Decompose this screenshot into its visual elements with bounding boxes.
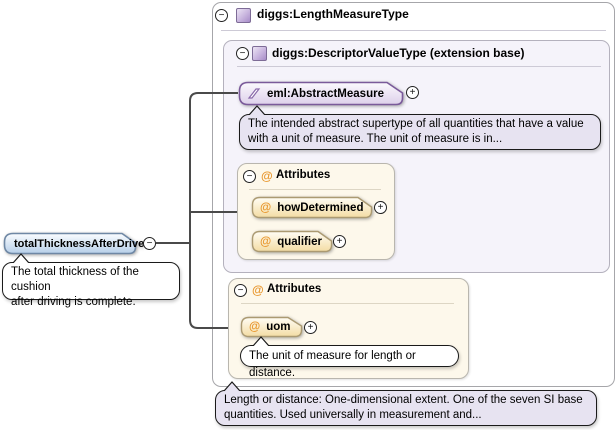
annotation-abstract-measure: The intended abstract supertype of all q…	[239, 114, 601, 150]
expand-toggle-uom[interactable]: +	[304, 321, 317, 334]
element-shape	[238, 81, 404, 106]
header-divider	[237, 66, 601, 67]
header-divider	[241, 303, 454, 304]
attribute-qualifier[interactable]: @ qualifier	[251, 230, 333, 253]
annotation-pointer	[252, 336, 270, 346]
attribute-icon: @	[261, 169, 273, 183]
collapse-toggle-attributes-2[interactable]: −	[234, 284, 247, 297]
element-label: totalThicknessAfterDrive	[14, 237, 145, 250]
header-divider	[249, 189, 381, 190]
collapse-toggle-descriptor-value[interactable]: −	[236, 47, 249, 60]
attribute-how-determined[interactable]: @ howDetermined	[251, 196, 373, 219]
expand-toggle-qualifier[interactable]: +	[333, 235, 346, 248]
extension-base-title: diggs:DescriptorValueType (extension bas…	[272, 46, 525, 60]
header-divider	[221, 30, 606, 31]
annotation-pointer	[248, 105, 266, 115]
annotation-uom: The unit of measure for length or distan…	[240, 345, 459, 379]
annotation-length-measure-type: Length or distance: One-dimensional exte…	[215, 390, 597, 426]
annotation-pointer	[223, 381, 241, 391]
attribute-icon: @	[260, 201, 272, 214]
collapse-toggle-length-measure[interactable]: −	[215, 9, 228, 22]
attribute-icon: @	[249, 321, 261, 333]
attribute-shape	[251, 230, 333, 253]
element-shape	[3, 232, 137, 255]
attribute-icon: @	[252, 283, 264, 297]
attribute-shape	[251, 196, 373, 219]
attribute-uom[interactable]: @ uom	[240, 316, 303, 338]
attributes-group-title: Attributes	[276, 169, 331, 181]
expand-toggle-abstract-measure[interactable]: +	[406, 86, 419, 99]
attribute-label: qualifier	[277, 235, 322, 248]
type-title: diggs:LengthMeasureType	[257, 7, 409, 21]
attribute-shape	[240, 316, 303, 338]
element-eml-abstract-measure[interactable]: eml:AbstractMeasure	[238, 81, 404, 106]
element-label: eml:AbstractMeasure	[267, 87, 384, 100]
annotation-pointer	[12, 253, 30, 263]
collapse-toggle-total-thickness[interactable]: −	[143, 237, 156, 250]
attribute-icon: @	[260, 235, 272, 248]
expand-toggle-how-determined[interactable]: +	[374, 201, 387, 214]
element-reference-icon	[247, 87, 261, 99]
attribute-label: uom	[266, 321, 291, 333]
annotation-total-thickness: The total thickness of the cushion after…	[2, 262, 180, 308]
element-total-thickness-after-drive[interactable]: totalThicknessAfterDrive	[3, 232, 144, 255]
attribute-label: howDetermined	[277, 201, 364, 214]
collapse-toggle-attributes-1[interactable]: −	[243, 170, 256, 183]
complex-type-icon	[252, 46, 267, 61]
complex-type-icon	[236, 8, 251, 23]
attributes-group-title: Attributes	[267, 283, 322, 295]
